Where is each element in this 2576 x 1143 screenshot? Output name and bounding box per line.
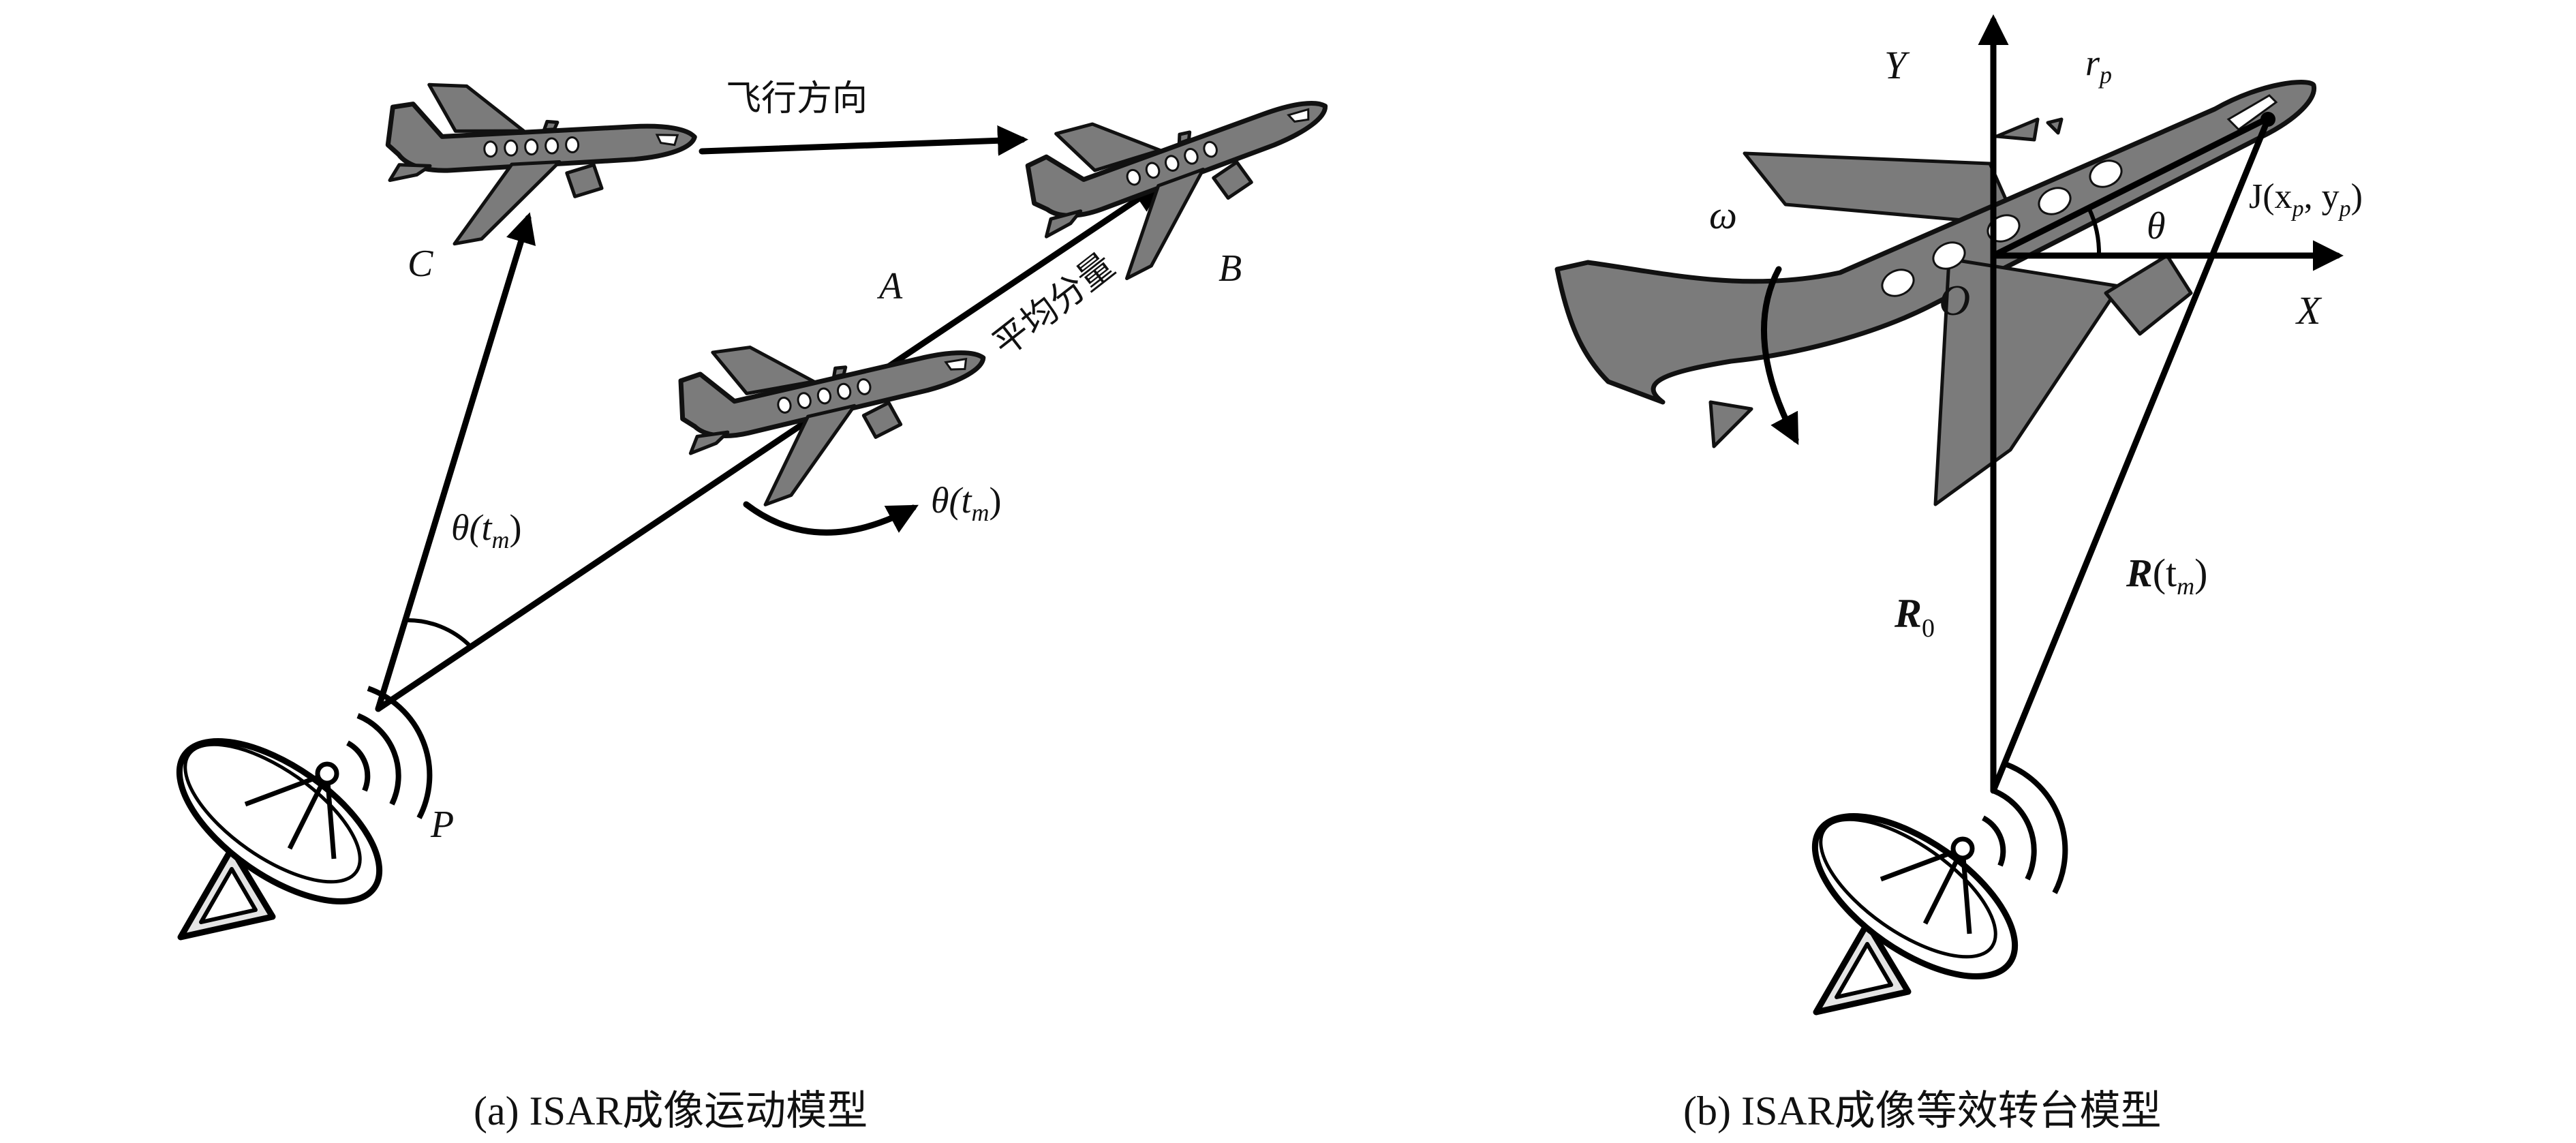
point-b-label: B: [1218, 247, 1242, 290]
svg-text:θ(tm): θ(tm): [931, 480, 1002, 526]
point-c-label: C: [408, 243, 433, 285]
caption-b: (b) ISAR成像等效转台模型: [1683, 1088, 2162, 1133]
radar-dish-b-icon: [1789, 763, 2066, 1012]
theta-label: θ: [2147, 205, 2166, 247]
airplane-b-icon: [1015, 44, 1358, 300]
angle-label-right: θ(tm): [931, 480, 1002, 526]
flight-direction-label: 飞行方向: [726, 78, 868, 119]
airplane-c-icon: [385, 71, 700, 247]
line-p-to-c: [375, 212, 536, 712]
omega-label: ω: [1709, 193, 1737, 237]
large-airplane-icon: [1554, 80, 2316, 506]
svg-text:J(xp, yp): J(xp, yp): [2249, 177, 2363, 222]
point-p-label: P: [430, 804, 454, 846]
caption-a: (a) ISAR成像运动模型: [474, 1088, 868, 1133]
svg-text:R(tm): R(tm): [2126, 551, 2207, 600]
panel-a: 飞行方向 平均分量 C B A P θ(tm) θ(tm) (a) ISAR成像…: [153, 44, 1358, 1133]
axis-y-label: Y: [1884, 43, 1910, 87]
omega-rotation-arrow: [1761, 266, 1799, 445]
point-j-label: J(xp, yp): [2249, 177, 2363, 222]
panel-b: Y X O ω θ rp J(xp, yp) R0 R(tm) (b) ISAR…: [1554, 14, 2363, 1133]
origin-label: O: [1939, 276, 1970, 324]
axis-x-label: X: [2295, 288, 2322, 333]
angle-arc-p: [405, 618, 472, 648]
radar-dish-p-icon: [153, 688, 430, 937]
theta-arc: [2087, 207, 2102, 256]
angle-label-left: θ(tm): [451, 507, 522, 553]
rt-label: R(tm): [2126, 551, 2207, 600]
mean-component-label: 平均分量: [985, 245, 1122, 365]
line-p-to-b: [375, 181, 1164, 712]
svg-text:θ(tm): θ(tm): [451, 507, 522, 553]
svg-text:R0: R0: [1894, 591, 1935, 643]
range-line-rt: [1990, 116, 2271, 794]
point-a-label: A: [876, 265, 903, 307]
r0-label: R0: [1894, 591, 1935, 643]
rotation-arrow-a: [743, 501, 919, 536]
radius-vector-rp: [1990, 116, 2269, 259]
flight-direction-arrow: [699, 125, 1028, 156]
svg-text:rp: rp: [2085, 42, 2112, 89]
rp-label: rp: [2085, 42, 2112, 89]
